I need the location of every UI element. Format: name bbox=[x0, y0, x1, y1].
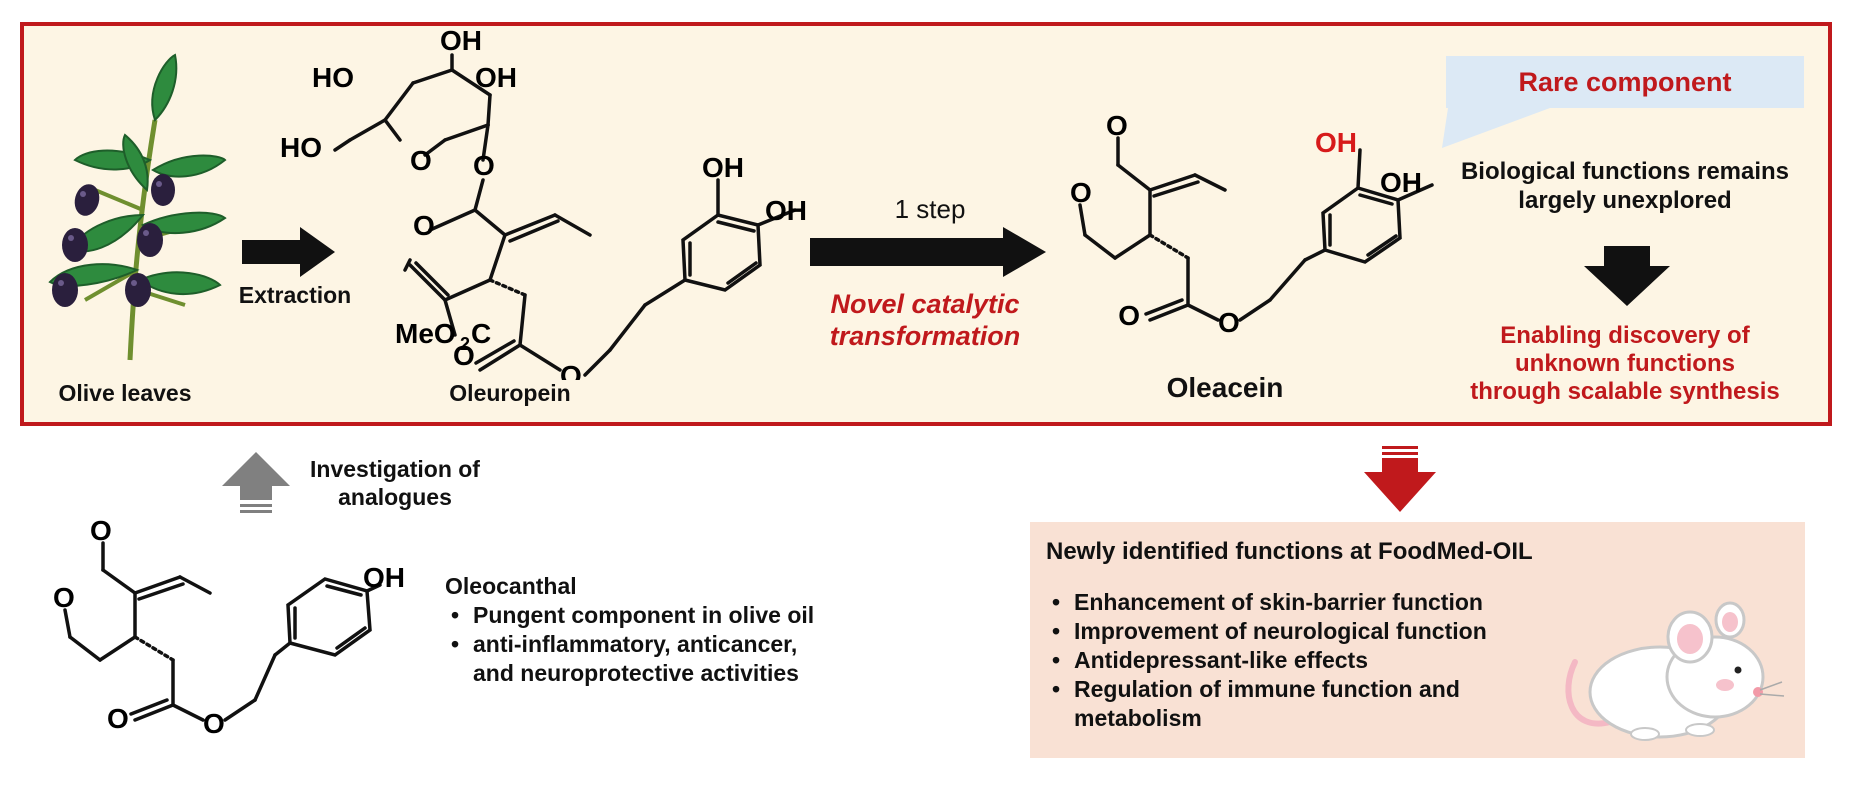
list-item-continuation: and neuroprotective activities bbox=[473, 660, 799, 686]
list-item: Antidepressant-like effects bbox=[1046, 646, 1566, 675]
oleuropein-label: Oleuropein bbox=[449, 380, 571, 406]
svg-text:C: C bbox=[471, 318, 491, 349]
investigation-text: Investigation of analogues bbox=[300, 455, 490, 511]
list-item-continuation: metabolism bbox=[1074, 705, 1202, 731]
olive-leaves-label: Olive leaves bbox=[58, 380, 192, 406]
svg-text:O: O bbox=[453, 340, 475, 371]
list-item: Pungent component in olive oil bbox=[445, 601, 865, 630]
enable-line-1: Enabling discovery of bbox=[1500, 322, 1750, 349]
svg-text:O: O bbox=[410, 145, 432, 176]
results-panel: Newly identified functions at FoodMed-OI… bbox=[1030, 522, 1805, 758]
oleocanthal-structure: O O O O OH bbox=[53, 515, 405, 739]
down-arrow-black bbox=[1584, 246, 1670, 306]
rare-component-label: Rare component bbox=[1518, 67, 1732, 97]
extraction-label: Extraction bbox=[238, 282, 352, 308]
svg-text:O: O bbox=[413, 210, 435, 241]
svg-text:O: O bbox=[1118, 300, 1140, 331]
extraction-arrow bbox=[242, 227, 335, 277]
list-item: Regulation of immune function and bbox=[1046, 675, 1566, 704]
svg-text:2: 2 bbox=[460, 334, 470, 354]
oleocanthal-title: Oleocanthal bbox=[445, 573, 577, 599]
results-title: Newly identified functions at FoodMed-OI… bbox=[1046, 538, 1533, 565]
bio-functions-text: Biological functions remains largely une… bbox=[1440, 157, 1810, 215]
svg-text:O: O bbox=[53, 582, 75, 613]
rare-component-bubble: Rare component bbox=[1446, 56, 1804, 108]
investigation-line-1: Investigation of bbox=[310, 456, 480, 482]
oleacein-structure: O O O O OH OH bbox=[1070, 110, 1434, 338]
svg-text:O: O bbox=[1070, 177, 1092, 208]
svg-text:O: O bbox=[203, 708, 225, 739]
list-item: Improvement of neurological function bbox=[1046, 617, 1566, 646]
oleuropein-structure: OH HO OH HO O O O MeO 2 C O O OH OH bbox=[280, 25, 807, 380]
novel-transformation-text: Novel catalytic transformation bbox=[790, 288, 1060, 352]
svg-text:HO: HO bbox=[312, 62, 354, 93]
svg-text:OH: OH bbox=[1380, 167, 1422, 198]
mouse-illustration bbox=[1565, 601, 1785, 741]
olive-branch-illustration bbox=[48, 53, 227, 361]
svg-text:O: O bbox=[90, 515, 112, 546]
up-arrow-grey bbox=[222, 452, 290, 513]
list-item: anti-inflammatory, anticancer, bbox=[445, 630, 865, 659]
reaction-arrow bbox=[810, 227, 1046, 277]
novel-line-1: Novel catalytic bbox=[830, 289, 1020, 319]
bio-line-1: Biological functions remains bbox=[1460, 158, 1790, 185]
enabling-discovery-text: Enabling discovery of unknown functions … bbox=[1440, 322, 1810, 406]
svg-text:O: O bbox=[560, 360, 582, 380]
enable-line-2: unknown functions bbox=[1515, 350, 1735, 377]
svg-text:OH: OH bbox=[440, 25, 482, 56]
svg-text:HO: HO bbox=[280, 132, 322, 163]
svg-text:O: O bbox=[1218, 307, 1240, 338]
enable-line-3: through scalable synthesis bbox=[1470, 378, 1780, 405]
oleocanthal-bullets: Pungent component in olive oil anti-infl… bbox=[445, 601, 865, 688]
step-label: 1 step bbox=[894, 194, 966, 224]
list-item: Enhancement of skin-barrier function bbox=[1046, 588, 1566, 617]
svg-text:OH: OH bbox=[1315, 127, 1357, 158]
down-arrow-red bbox=[1364, 446, 1436, 512]
svg-text:MeO: MeO bbox=[395, 318, 456, 349]
novel-line-2: transformation bbox=[829, 321, 1021, 351]
svg-text:O: O bbox=[107, 703, 129, 734]
investigation-line-2: analogues bbox=[338, 484, 452, 510]
speech-bubble-tail bbox=[1442, 108, 1550, 148]
results-bullets: Enhancement of skin-barrier function Imp… bbox=[1046, 588, 1566, 733]
svg-text:OH: OH bbox=[765, 195, 807, 226]
oleacein-label: Oleacein bbox=[1166, 372, 1284, 403]
bio-line-2: largely unexplored bbox=[1518, 187, 1732, 214]
svg-text:OH: OH bbox=[475, 62, 517, 93]
svg-text:OH: OH bbox=[702, 152, 744, 183]
svg-text:O: O bbox=[473, 150, 495, 181]
oleocanthal-info: Oleocanthal Pungent component in olive o… bbox=[445, 572, 865, 688]
svg-text:O: O bbox=[1106, 110, 1128, 141]
svg-text:OH: OH bbox=[363, 562, 405, 593]
